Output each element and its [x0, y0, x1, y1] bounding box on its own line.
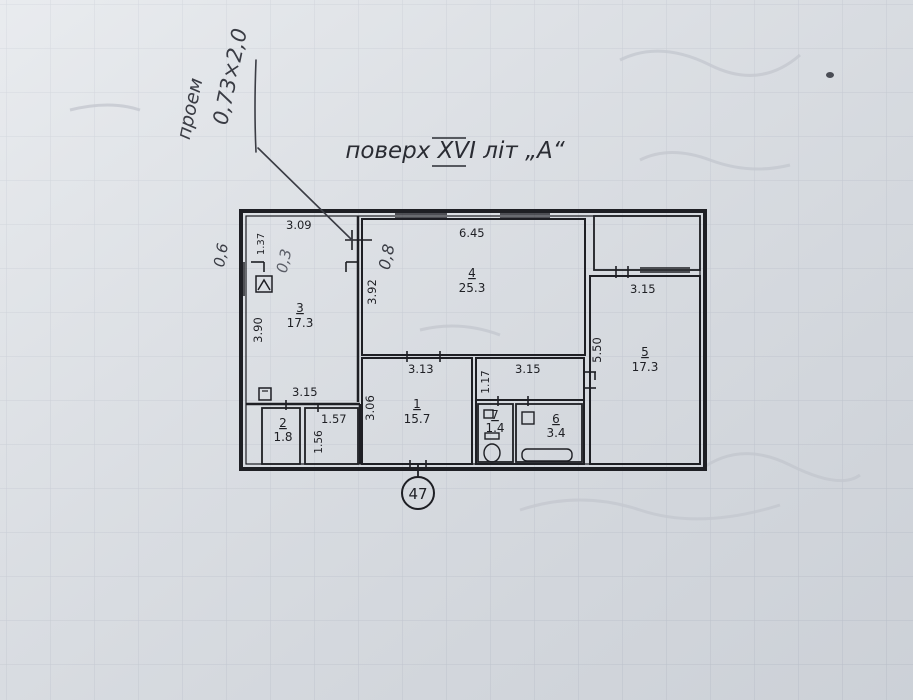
dim-3-06: 3.06 — [363, 395, 377, 421]
room-4-number: 4 — [468, 266, 476, 280]
room-1-outline — [361, 357, 473, 465]
room-6-7-block — [475, 357, 585, 465]
room-2-number: 2 — [279, 416, 287, 430]
room-4-outline — [361, 218, 586, 356]
handwritten-0-3: 0,3 — [273, 247, 296, 274]
room-1-area: 15.7 — [404, 412, 431, 426]
windows — [243, 213, 690, 296]
handwritten-0-8: 0,8 — [375, 242, 399, 271]
room-7-number: 7 — [491, 408, 499, 422]
room-2-outline — [261, 407, 301, 465]
room-2-area: 1.8 — [273, 430, 292, 444]
room-3-area: 17.3 — [287, 316, 314, 330]
room-5-area: 17.3 — [632, 360, 659, 374]
handwritten-pointers — [254, 59, 353, 241]
bathtub-icon — [521, 411, 573, 462]
room-6-outline — [515, 403, 583, 463]
room-4-area: 25.3 — [459, 281, 486, 295]
outer-wall — [239, 209, 707, 471]
room-6-area: 3.4 — [546, 426, 565, 440]
handwritten-floor-label: поверх XVI літ „А“ — [345, 138, 564, 164]
dim-1-17: 1.17 — [480, 370, 492, 393]
door-markers — [251, 230, 629, 470]
handwritten-underline — [432, 137, 466, 167]
dim-1-37: 1.37 — [256, 233, 267, 255]
dim-3-15-c: 3.15 — [515, 362, 541, 376]
dim-3-92: 3.92 — [365, 279, 379, 305]
room-3-number: 3 — [296, 301, 304, 315]
bleed-through-marks — [69, 49, 861, 521]
dim-1-56: 1.56 — [313, 430, 325, 454]
room-5-outline — [589, 275, 701, 465]
closet-outline — [304, 407, 359, 465]
dim-3-90: 3.90 — [251, 317, 265, 343]
room-6-number: 6 — [552, 412, 560, 426]
plan-marker — [401, 464, 435, 510]
dim-3-15-a: 3.15 — [292, 385, 318, 399]
dim-1-57: 1.57 — [321, 412, 347, 426]
marker-number: 47 — [408, 485, 427, 503]
balcony-outline — [593, 215, 701, 271]
vent-shaft — [258, 387, 272, 401]
ink-dot — [826, 72, 834, 78]
dim-3-13: 3.13 — [408, 362, 434, 376]
room-1-number: 1 — [413, 397, 421, 411]
dim-6-45: 6.45 — [459, 226, 485, 240]
dim-3-15-b: 3.15 — [630, 282, 656, 296]
room-5-number: 5 — [641, 345, 649, 359]
toilet-icon — [483, 409, 501, 463]
handwritten-0-6: 0,6 — [210, 242, 232, 269]
boiler-icon — [255, 275, 273, 293]
dim-5-50: 5.50 — [590, 337, 604, 363]
room-7-area: 1.4 — [485, 421, 504, 435]
floor-plan — [239, 209, 707, 471]
dim-3-09: 3.09 — [286, 218, 312, 232]
room-7-outline — [477, 403, 514, 463]
